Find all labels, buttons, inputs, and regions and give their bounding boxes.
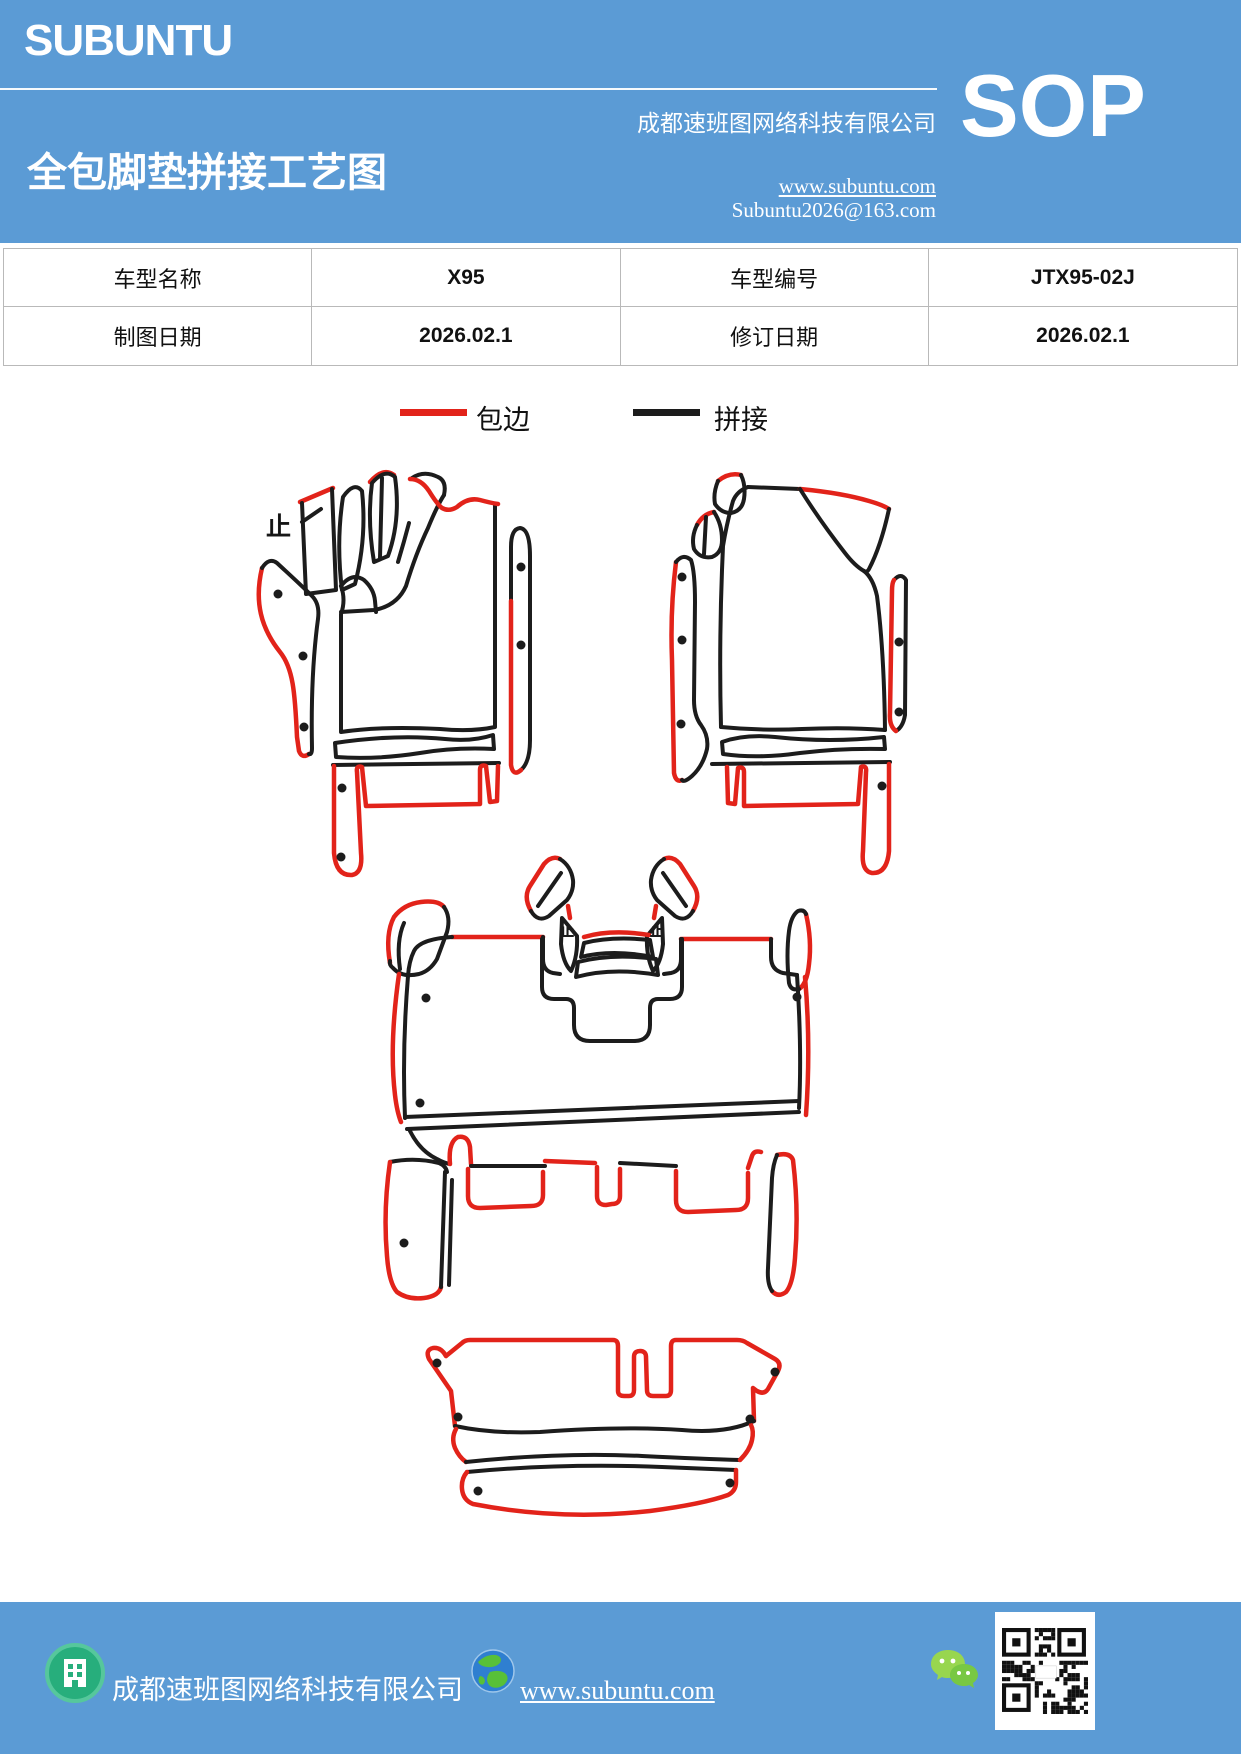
header-company-name: 成都速班图网络科技有限公司 bbox=[637, 111, 936, 136]
header-website-link[interactable]: www.subuntu.com bbox=[778, 174, 936, 198]
header-band bbox=[0, 0, 1241, 243]
model-code-value: JTX95-02J bbox=[928, 249, 1237, 307]
stop-annotation: 止 bbox=[650, 924, 664, 940]
legend-swatch-edge bbox=[400, 409, 467, 416]
page-title: 全包脚垫拼接工艺图 bbox=[27, 150, 387, 195]
front-right-mat-drawing bbox=[669, 472, 908, 876]
building-icon bbox=[45, 1643, 105, 1703]
rear-row-mat-drawing: 止 止 bbox=[383, 855, 813, 1301]
header-email: Subuntu2026@163.com bbox=[731, 198, 936, 222]
brand-logo: SUBUNTU bbox=[24, 16, 233, 65]
trunk-mat-drawing bbox=[425, 1337, 782, 1517]
header-divider bbox=[0, 88, 937, 90]
legend-swatch-splice bbox=[633, 409, 700, 416]
model-name-value: X95 bbox=[312, 249, 621, 307]
draw-date-label: 制图日期 bbox=[4, 307, 313, 365]
revise-date-value: 2026.02.1 bbox=[1036, 324, 1130, 347]
floor-mat-diagram: 止 bbox=[256, 469, 908, 1517]
model-code-label: 车型编号 bbox=[620, 249, 929, 307]
front-left-mat-drawing: 止 bbox=[256, 469, 532, 878]
stop-annotation: 止 bbox=[560, 924, 574, 940]
legend-label-splice: 拼接 bbox=[714, 405, 768, 435]
revise-date-label: 修订日期 bbox=[621, 307, 929, 365]
vehicle-info-table: 车型名称 X95 车型编号 JTX95-02J 制图日期 2026.02.1 修… bbox=[3, 248, 1238, 366]
qr-code bbox=[995, 1612, 1095, 1730]
globe-icon bbox=[471, 1649, 515, 1693]
model-name-label: 车型名称 bbox=[4, 249, 313, 307]
footer-company-name: 成都速班图网络科技有限公司 bbox=[112, 1675, 463, 1705]
footer-website-link[interactable]: www.subuntu.com bbox=[520, 1676, 715, 1705]
draw-date-value: 2026.02.1 bbox=[312, 307, 621, 365]
stop-annotation: 止 bbox=[266, 513, 291, 541]
sop-label: SOP bbox=[960, 56, 1146, 155]
wechat-icon bbox=[931, 1650, 978, 1688]
legend-label-edge: 包边 bbox=[476, 405, 530, 435]
